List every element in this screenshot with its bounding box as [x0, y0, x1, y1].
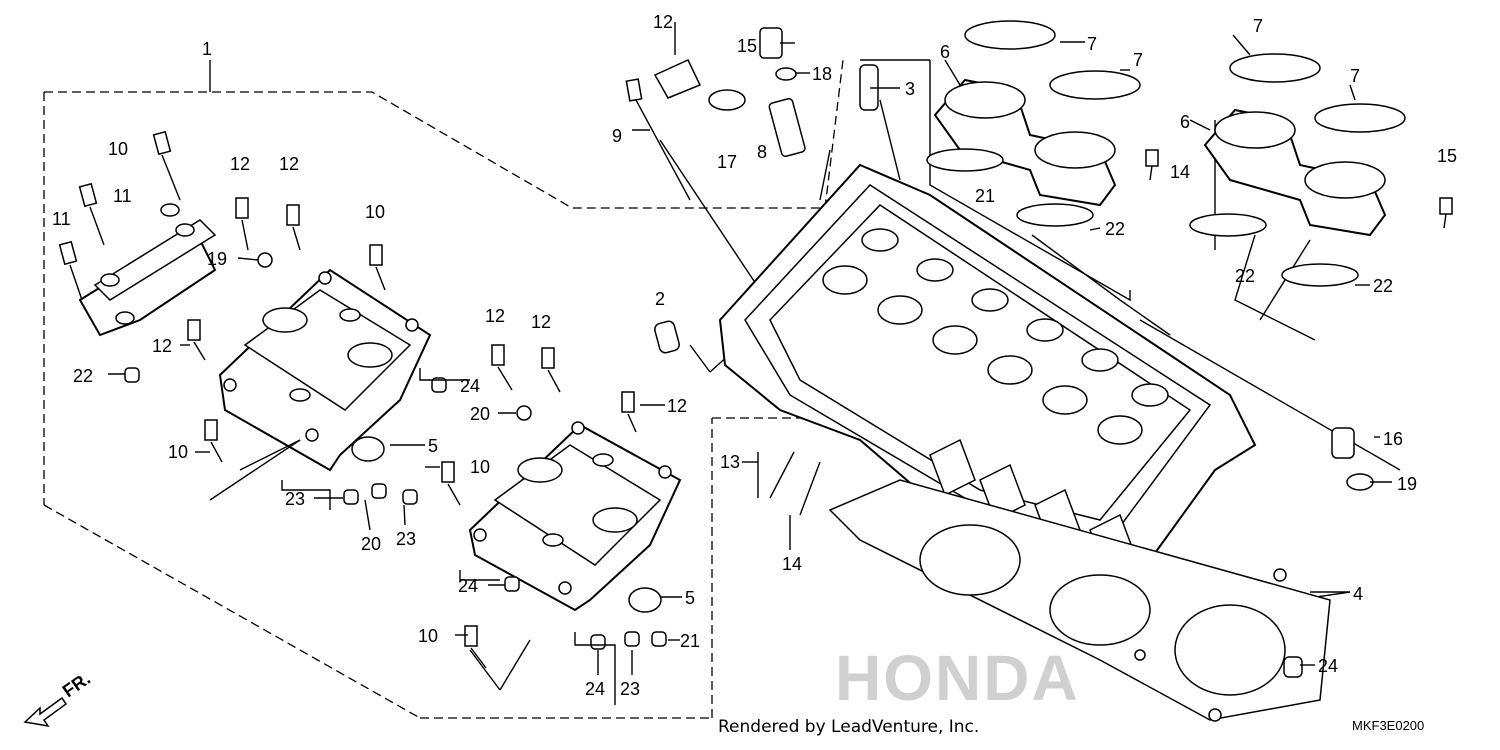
callout-21a: 20	[361, 534, 381, 554]
callout-22c: 22	[1235, 266, 1255, 286]
callout-12g: 12	[667, 396, 687, 416]
cam-holder-left	[218, 268, 432, 472]
callout-11b: 11	[52, 209, 71, 229]
callout-22d: 22	[1373, 276, 1393, 296]
callout-24c: 24	[458, 576, 478, 596]
callout-14b: 14	[782, 554, 802, 574]
assembly-boundary	[44, 59, 844, 209]
callout-12c: 12	[279, 154, 299, 174]
callout-6a: 6	[940, 42, 950, 62]
callout-10a: 10	[365, 202, 385, 222]
brand-watermark: HONDA	[835, 642, 1080, 714]
callout-17: 16	[1383, 429, 1403, 449]
callout-12e: 12	[485, 306, 505, 326]
callout-19a: 18	[812, 64, 832, 84]
callout-6b: 6	[1180, 112, 1190, 132]
callout-7a: 7	[1087, 34, 1097, 54]
cylinder-head	[718, 163, 1257, 602]
callout-20a: 19	[207, 249, 227, 269]
callout-24d: 24	[585, 679, 605, 699]
front-direction-arrow: FR.	[23, 668, 94, 728]
callout-14a: 13	[720, 452, 740, 472]
callout-10b: 10	[168, 442, 188, 462]
callout-12f: 12	[531, 312, 551, 332]
callout-15b: 15	[1437, 146, 1457, 166]
front-label: FR.	[59, 668, 94, 701]
callout-5b: 5	[685, 588, 695, 608]
intake-insulators	[933, 78, 1387, 237]
callout-18: 17	[717, 152, 737, 172]
o-rings	[926, 148, 1359, 287]
callout-9: 9	[612, 126, 622, 146]
hose-bands	[964, 20, 1406, 133]
callout-10d: 10	[418, 626, 438, 646]
callout-12a: 11	[113, 186, 132, 206]
callout-7b: 7	[1133, 50, 1143, 70]
callout-labels: 1 2 3 4 5 5 6 6 7 7 7 7 8 9 10 10 10 10 …	[52, 12, 1457, 699]
callout-24a: 23	[285, 489, 305, 509]
callout-20b: 20	[470, 404, 490, 424]
callout-4: 4	[1353, 584, 1363, 604]
callout-25: 24	[1318, 656, 1338, 676]
leader-lines	[108, 22, 1392, 705]
callout-12d: 12	[152, 336, 172, 356]
callout-15a: 14	[1170, 162, 1190, 182]
bolts	[58, 27, 1453, 678]
diagram-code: MKF3E0200	[1352, 718, 1424, 733]
callout-22b: 22	[1105, 219, 1125, 239]
callout-7d: 7	[1350, 66, 1360, 86]
head-gasket	[828, 479, 1331, 722]
callout-24b: 24	[460, 376, 480, 396]
callout-11a: 10	[108, 139, 128, 159]
callout-21b: 21	[680, 631, 700, 651]
callout-5a: 5	[428, 436, 438, 456]
callout-23c: 23	[620, 679, 640, 699]
callout-3: 3	[905, 79, 915, 99]
callout-1: 1	[202, 39, 212, 59]
callout-13: 12	[653, 12, 673, 32]
callout-23b: 23	[396, 529, 416, 549]
callout-23a: 22	[73, 366, 93, 386]
cam-holder-small	[78, 203, 217, 337]
callout-16: 15	[737, 36, 757, 56]
credit-text: Rendered by LeadVenture, Inc.	[718, 717, 979, 737]
callout-19b: 19	[1397, 474, 1417, 494]
callout-12b: 12	[230, 154, 250, 174]
callout-8: 8	[757, 142, 767, 162]
callout-10c: 10	[470, 457, 490, 477]
callout-22a: 21	[975, 186, 995, 206]
callout-2: 2	[655, 289, 665, 309]
callout-7c: 7	[1253, 16, 1263, 36]
cam-holder-right	[468, 421, 682, 612]
